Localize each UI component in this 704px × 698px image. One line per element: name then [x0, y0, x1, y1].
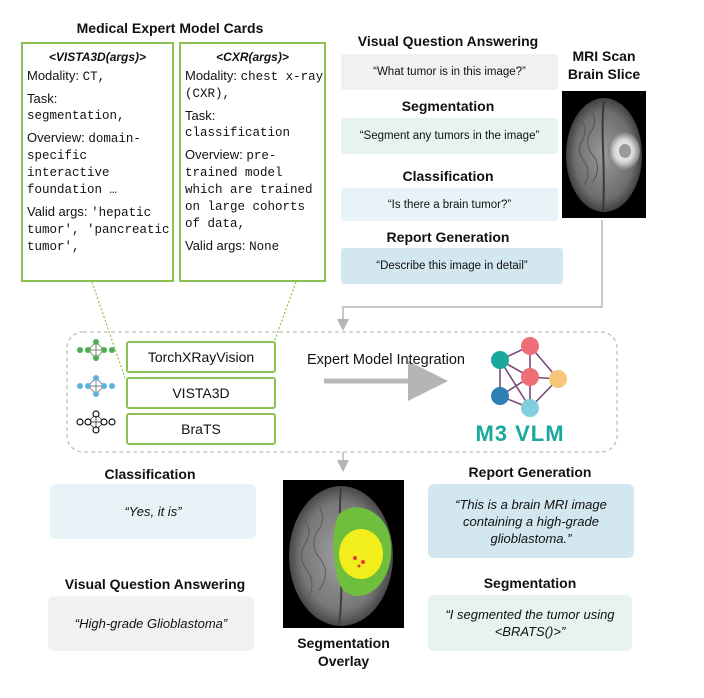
answer-seg-box: “I segmented the tumor using <BRATS()>”: [428, 595, 632, 651]
card-link-cxr: [272, 281, 297, 346]
vlm-network-icon: [491, 337, 567, 417]
question-seg-box: “Segment any tumors in the image”: [341, 118, 558, 154]
cxr-overview: Overview: pre-trained model which are tr…: [185, 147, 313, 231]
mri-scan-image: [562, 91, 646, 218]
vista-overview: Overview: domain-specific interactive fo…: [27, 130, 141, 197]
question-cls-label: Classification: [402, 168, 494, 184]
question-vqa-box: “What tumor is in this image?”: [341, 54, 558, 90]
question-vqa-label: Visual Question Answering: [357, 33, 539, 49]
cards-title: Medical Expert Model Cards: [76, 20, 264, 36]
answer-report-box: “This is a brain MRI image containing a …: [428, 484, 634, 558]
model-brats[interactable]: BraTS: [126, 413, 276, 445]
question-report-label: Report Generation: [386, 229, 510, 245]
question-seg-label: Segmentation: [401, 98, 495, 114]
answer-vqa-label: Visual Question Answering: [64, 576, 246, 592]
cxr-model-card: <CXR(args)> Modality: chest x-ray (CXR),…: [179, 42, 326, 282]
vista-card-title: <VISTA3D(args)>: [48, 50, 147, 64]
cxr-card-title: <CXR(args)>: [216, 50, 289, 64]
vista-model-card: <VISTA3D(args)> Modality: CT, Task: segm…: [21, 42, 174, 282]
model-vista3d[interactable]: VISTA3D: [126, 377, 276, 409]
mri-label: MRI Scan Brain Slice: [567, 48, 641, 82]
question-cls-box: “Is there a brain tumor?”: [341, 188, 558, 221]
cxr-modality: Modality: chest x-ray (CXR),: [185, 68, 324, 101]
answer-cls-label: Classification: [104, 466, 196, 482]
question-report-box: “Describe this image in detail”: [341, 248, 563, 284]
integration-label: Expert Model Integration: [307, 352, 465, 368]
vista-task: Task: segmentation,: [27, 91, 125, 123]
model-torchxrayvision[interactable]: TorchXRayVision: [126, 341, 276, 373]
cxr-task: Task: classification: [185, 108, 291, 140]
overlay-brain-drawing: [289, 486, 393, 627]
vlm-label: M3 VLM: [475, 421, 565, 446]
vista-args: Valid args: 'hepatic tumor', 'pancreatic…: [27, 204, 170, 254]
answer-cls-box: “Yes, it is”: [50, 484, 256, 539]
vista-modality: Modality: CT,: [27, 68, 106, 84]
mri-brain-drawing: [566, 98, 642, 212]
card-link-vista: [91, 281, 126, 379]
answer-report-label: Report Generation: [468, 464, 592, 480]
overlay-label: Segmentation Overlay: [297, 635, 390, 669]
answer-vqa-box: “High-grade Glioblastoma”: [48, 596, 254, 651]
network-icon-green: [77, 339, 115, 361]
network-icon-blue: [77, 375, 115, 397]
network-icon-black: [76, 410, 116, 434]
cxr-args: Valid args: None: [185, 238, 280, 254]
segmentation-overlay-image: [283, 480, 404, 628]
answer-seg-label: Segmentation: [483, 575, 577, 591]
integration-container: [66, 331, 618, 453]
mri-to-vlm-arrow: [337, 220, 603, 331]
